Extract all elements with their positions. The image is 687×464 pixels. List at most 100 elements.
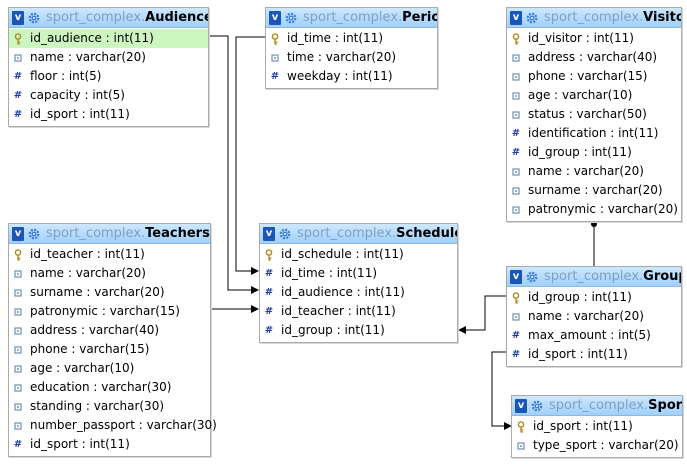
column-row[interactable]: #id_audience : int(11) [260,283,457,302]
column-row[interactable]: id_audience : int(11) [9,29,208,48]
column-row[interactable]: patronymic : varchar(20) [507,200,681,219]
collapse-toggle-button[interactable]: v [12,10,24,25]
column-row[interactable]: time : varchar(20) [266,48,437,67]
column-row[interactable]: #capacity : int(5) [9,86,208,105]
column-row[interactable]: #id_teacher : int(11) [260,302,457,321]
column-row[interactable]: address : varchar(40) [9,321,210,340]
gear-icon[interactable] [531,400,543,412]
table-title: sport_complex.Visitors [544,10,681,25]
column-row[interactable]: id_group : int(11) [507,288,681,307]
schema-name: sport_complex [303,10,399,25]
gear-icon[interactable] [526,12,538,24]
text-column-icon [510,108,522,122]
column-row[interactable]: age : varchar(10) [9,359,210,378]
column-row[interactable]: education : varchar(30) [9,378,210,397]
column-row[interactable]: #id_group : int(11) [260,321,457,340]
table-visitors[interactable]: v sport_complex.Visitors id_visitor : int(… [506,7,682,222]
numeric-column-icon: # [511,349,521,360]
column-row[interactable]: #id_sport : int(11) [9,435,210,454]
column-label: id_schedule : int(11) [281,247,404,261]
column-row[interactable]: status : varchar(50) [507,105,681,124]
column-row[interactable]: #id_time : int(11) [260,264,457,283]
column-row[interactable]: name : varchar(20) [9,48,208,67]
column-row[interactable]: address : varchar(40) [507,48,681,67]
column-row[interactable]: id_time : int(11) [266,29,437,48]
numeric-column-icon: # [511,330,521,341]
collapse-toggle-button[interactable]: v [269,10,281,25]
gear-icon[interactable] [526,271,538,283]
column-row[interactable]: #floor : int(5) [9,67,208,86]
schema-name: sport_complex [544,10,640,25]
gear-icon[interactable] [28,228,40,240]
gear-icon[interactable] [285,12,297,24]
column-row[interactable]: id_sport : int(11) [512,417,682,436]
column-row[interactable]: #identification : int(11) [507,124,681,143]
column-label: capacity : int(5) [30,88,125,102]
column-row[interactable]: number_passport : varchar(30) [9,416,217,435]
primary-key-icon [510,291,522,305]
column-row[interactable]: surname : varchar(20) [9,283,210,302]
column-label: weekday : int(11) [287,69,393,83]
text-column-icon [12,343,24,357]
text-column-icon [12,381,24,395]
gear-icon[interactable] [28,12,40,24]
column-row[interactable]: surname : varchar(20) [507,181,681,200]
column-label: name : varchar(20) [528,164,644,178]
text-column-icon [510,184,522,198]
column-label: surname : varchar(20) [30,285,165,299]
text-column-icon [12,305,24,319]
column-label: phone : varchar(15) [528,69,648,83]
text-column-icon [510,203,522,217]
numeric-column-icon: # [511,128,521,139]
table-name: Period [402,10,437,25]
column-row[interactable]: standing : varchar(30) [9,397,210,416]
column-row[interactable]: phone : varchar(15) [507,67,681,86]
collapse-toggle-button[interactable]: v [515,398,527,413]
column-row[interactable]: type_sport : varchar(20) [512,436,682,455]
column-row[interactable]: phone : varchar(15) [9,340,210,359]
column-row[interactable]: #id_group : int(11) [507,143,681,162]
column-row[interactable]: #id_sport : int(11) [9,105,208,124]
schema-separator: . [392,226,397,241]
text-column-icon [12,362,24,376]
table-name: Groups [643,269,681,284]
primary-key-icon [515,420,527,434]
schema-separator: . [639,269,644,284]
column-row[interactable]: id_teacher : int(11) [9,245,210,264]
collapse-toggle-button[interactable]: v [510,10,522,25]
column-label: id_group : int(11) [281,323,385,337]
column-row[interactable]: patronymic : varchar(15) [9,302,210,321]
schema-separator: . [639,10,644,25]
table-header[interactable]: v sport_complex.Visitors [507,8,681,28]
column-row[interactable]: name : varchar(20) [507,307,681,326]
schema-separator: . [141,10,146,25]
collapse-toggle-button[interactable]: v [263,226,275,241]
column-label: type_sport : varchar(20) [533,438,679,452]
column-label: age : varchar(10) [528,88,633,102]
column-row[interactable]: name : varchar(20) [507,162,681,181]
gear-icon[interactable] [279,228,291,240]
column-row[interactable]: id_schedule : int(11) [260,245,457,264]
numeric-column-icon: # [13,71,23,82]
column-row[interactable]: #weekday : int(11) [266,67,437,86]
collapse-toggle-button[interactable]: v [510,269,522,284]
collapse-toggle-button[interactable]: v [12,226,24,241]
column-row[interactable]: id_visitor : int(11) [507,29,681,48]
column-row[interactable]: age : varchar(10) [507,86,681,105]
column-row[interactable]: #id_sport : int(11) [507,345,681,364]
column-list: id_visitor : int(11)address : varchar(40… [507,28,681,221]
column-row[interactable]: #max_amount : int(5) [507,326,681,345]
column-row[interactable]: name : varchar(20) [9,264,210,283]
